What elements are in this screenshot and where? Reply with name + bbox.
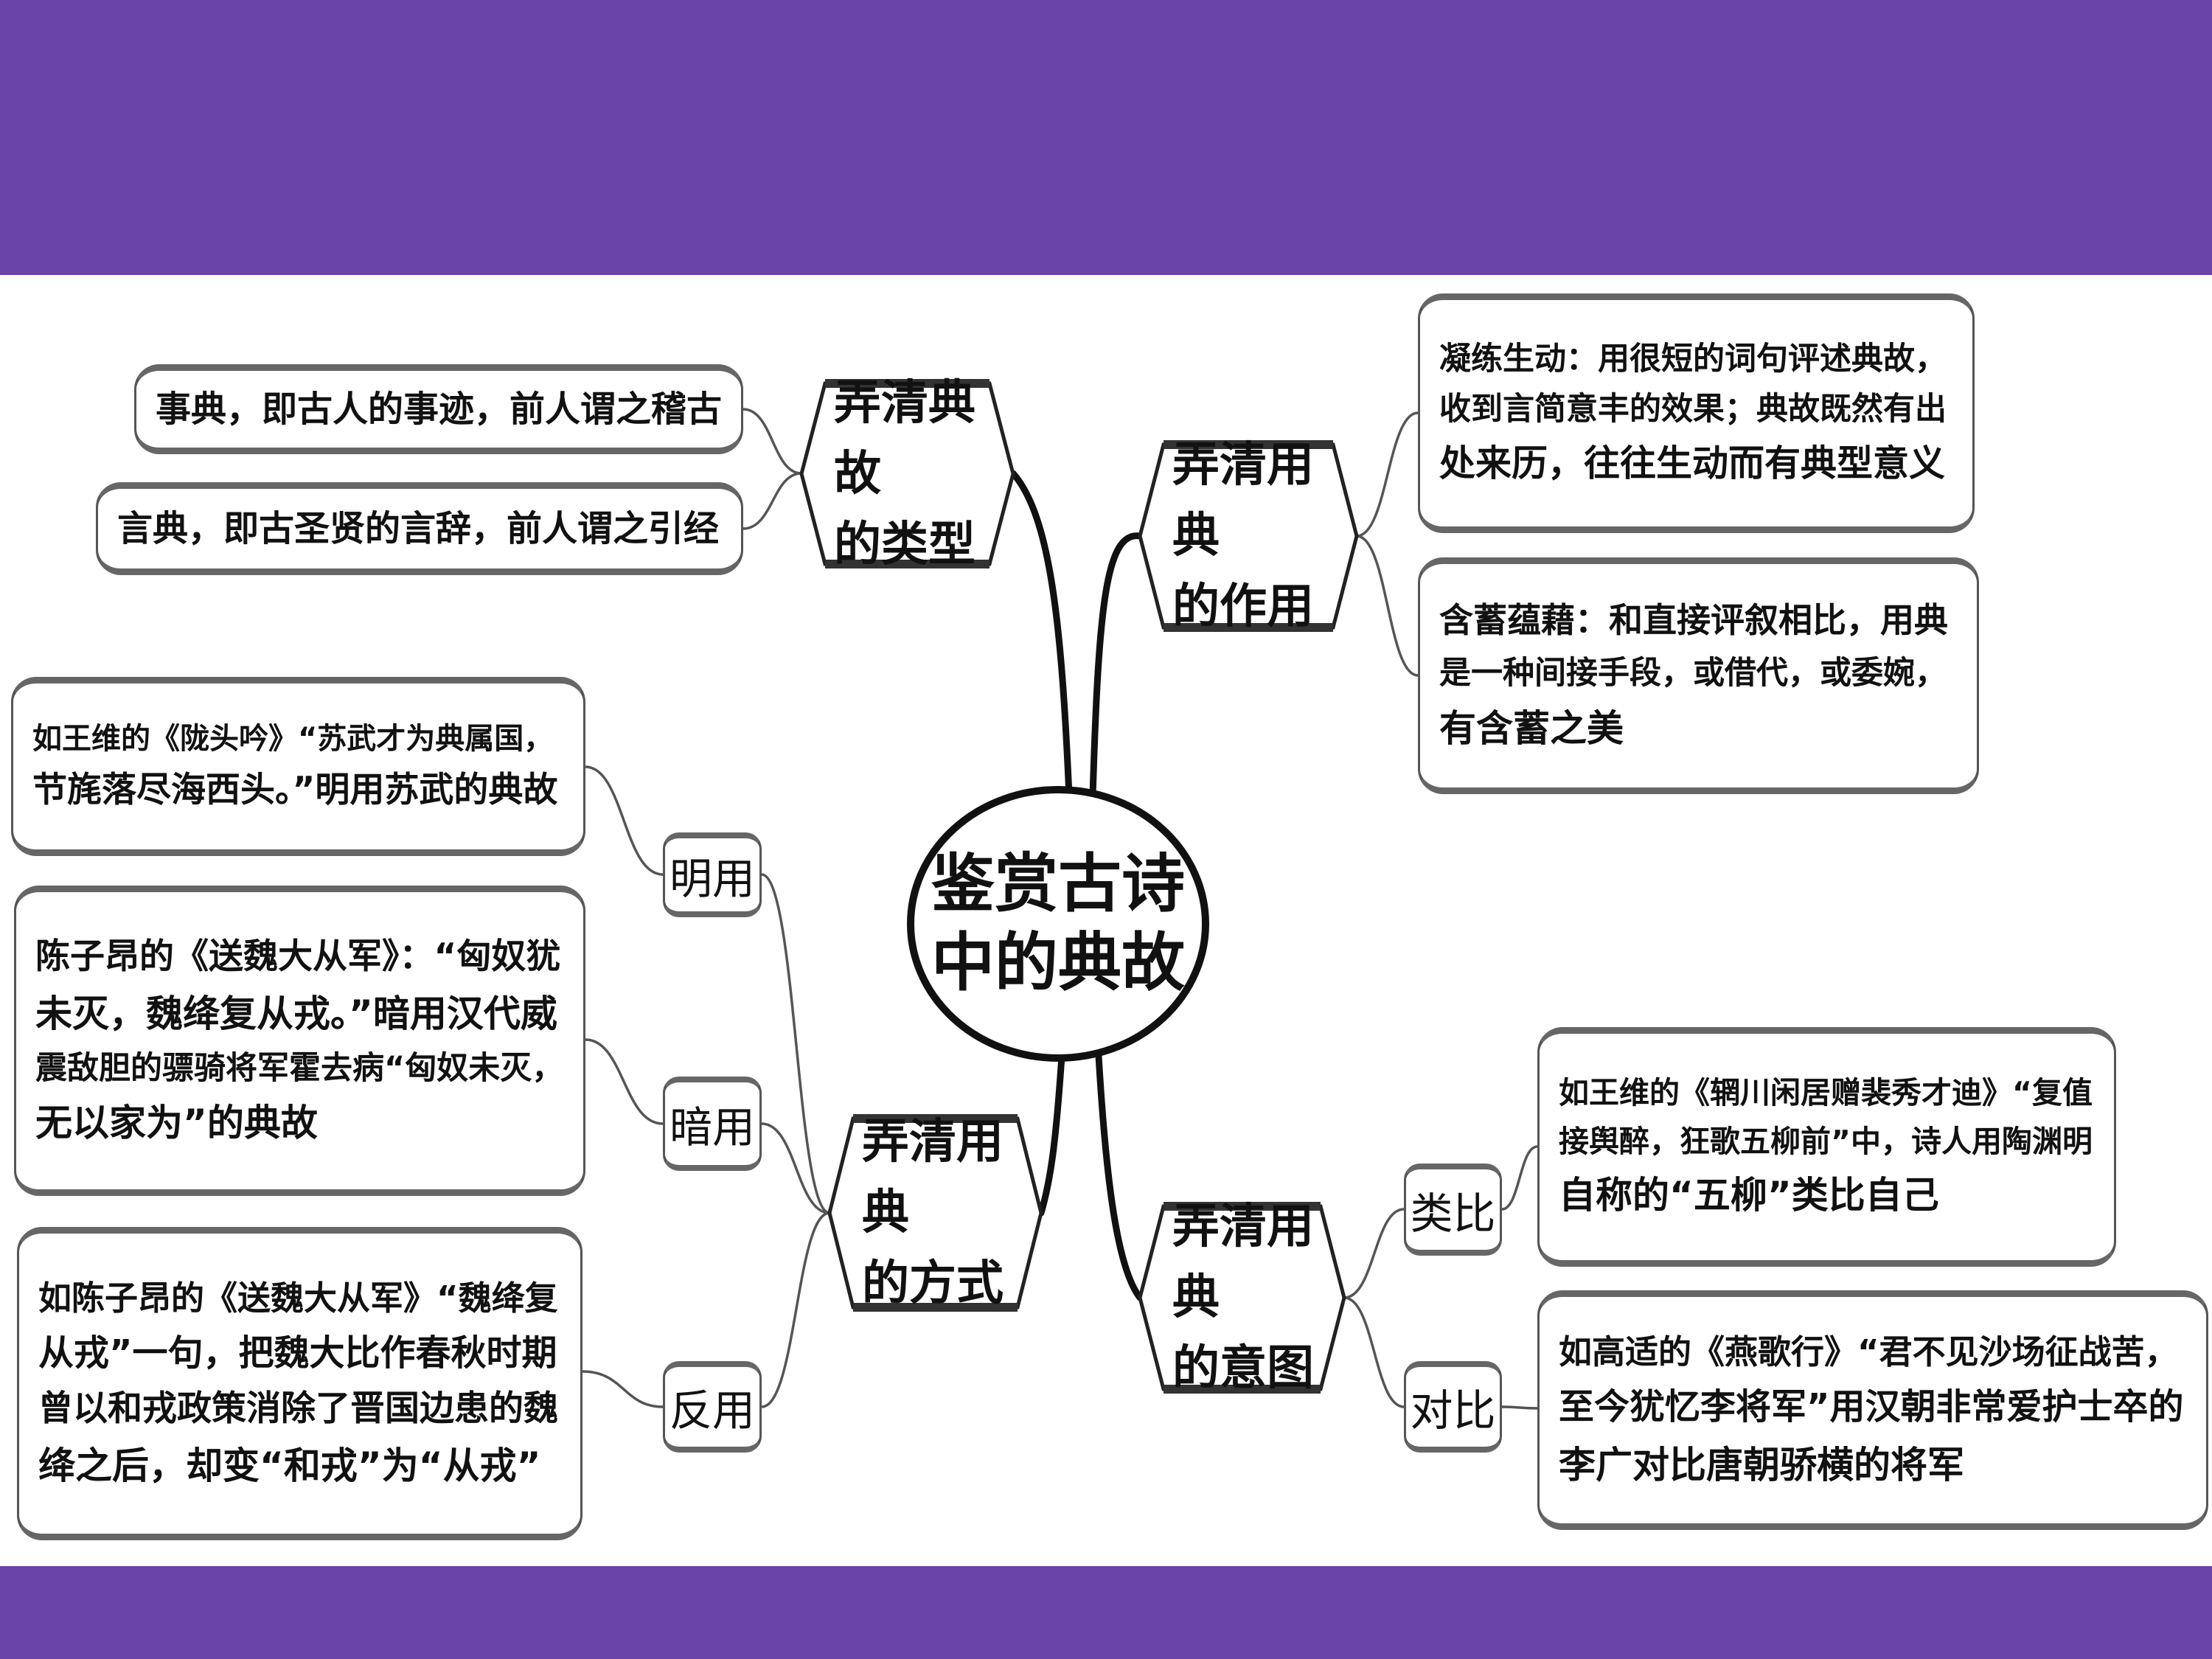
connector-methods-anyong	[761, 1122, 830, 1214]
connector-duibi-leaf	[1501, 1405, 1538, 1410]
leaf-functions-ninglian[interactable]: 凝练生动：用很短的词句评述典故， 收到言简意丰的效果；典故既然有出 处来历，往往…	[1418, 293, 1975, 533]
connector-anyong-leaf	[585, 1038, 664, 1125]
node-functions[interactable]: 弄清用典 的作用	[1140, 438, 1357, 634]
connector-functions-leaf2	[1356, 535, 1419, 677]
leaf-text: 如王维的《陇头吟》“苏武才为典属国，	[32, 721, 554, 756]
leaf-leibi[interactable]: 如王维的《辋川闲居赠裴秀才迪》“复值 接舆醉，狂歌五柳前”中，诗人用陶渊明 自称…	[1537, 1027, 2116, 1267]
connector-center-intent	[1095, 1052, 1144, 1301]
node-title-line: 弄清用典	[862, 1115, 1004, 1240]
leaf-mingyong[interactable]: 如王维的《陇头吟》“苏武才为典属国， 节旄落尽海西头。”明用苏武的典故	[11, 677, 585, 856]
node-intent[interactable]: 弄清用典 的意图	[1140, 1200, 1344, 1396]
leaf-text: 陈子昂的《送魏大从军》：“匈奴犹	[35, 936, 561, 977]
leaf-text: 自称的“五柳”类比自己	[1559, 1174, 1939, 1217]
center-node-ellipse	[907, 786, 1209, 1062]
tag-anyong[interactable]: 暗用	[663, 1077, 762, 1171]
node-title-line: 弄清典故	[834, 375, 975, 501]
leaf-types-yandian[interactable]: 言典，即古圣贤的言辞，前人谓之引经	[96, 482, 743, 575]
connector-fanyong-leaf	[582, 1370, 664, 1408]
connector-intent-duibi	[1343, 1296, 1405, 1408]
leaf-text: 是一种间接手段，或借代，或委婉，	[1439, 654, 1947, 692]
center-line: 鉴赏古诗	[931, 846, 1185, 921]
leaf-text: 至今犹忆李将军”用汉朝非常爱护士卒的	[1559, 1386, 2184, 1428]
leaf-types-shidian[interactable]: 事典，即古人的事迹，前人谓之稽古	[134, 364, 743, 454]
node-title-line: 的意图	[1172, 1341, 1314, 1396]
leaf-text: 言典，即古圣贤的言辞，前人谓之引经	[117, 507, 720, 549]
leaf-text: 从戎”一句，把魏大比作春秋时期	[38, 1332, 557, 1374]
connector-center-types	[1009, 470, 1073, 800]
node-title-line: 的类型	[834, 517, 975, 572]
connector-methods-mingyong	[761, 873, 830, 1214]
tag-leibi[interactable]: 类比	[1404, 1164, 1502, 1256]
leaf-text: 收到言简意丰的效果；典故既然有出	[1439, 391, 1947, 428]
leaf-text: 接舆醉，狂歌五柳前”中，诗人用陶渊明	[1559, 1123, 2093, 1159]
tag-mingyong[interactable]: 明用	[663, 832, 762, 917]
connector-functions-leaf1	[1356, 411, 1419, 538]
node-title-line: 的方式	[862, 1256, 1004, 1311]
connector-types-leaf2	[742, 472, 802, 530]
leaf-text: 震敌胆的骠骑将军霍去病“匈奴未灭，	[35, 1049, 564, 1087]
connector-intent-leibi	[1343, 1208, 1405, 1299]
node-types[interactable]: 弄清典故 的类型	[801, 376, 1013, 572]
leaf-text: 李广对比唐朝骄横的将军	[1559, 1443, 1964, 1486]
center-node[interactable]: 鉴赏古诗 中的典故	[911, 790, 1206, 1058]
node-title-line: 的作用	[1172, 580, 1314, 634]
top-banner	[0, 0, 2212, 275]
leaf-text: 曾以和戎政策消除了晋国边患的魏	[38, 1388, 558, 1430]
leaf-text: 绛之后，却变“和戎”为“从戎”	[38, 1444, 541, 1488]
leaf-text: 节旄落尽海西头。”明用苏武的典故	[32, 769, 558, 810]
connector-leibi-leaf	[1501, 1145, 1538, 1211]
leaf-functions-hanxu[interactable]: 含蓄蕴藉：和直接评叙相比，用典 是一种间接手段，或借代，或委婉， 有含蓄之美	[1418, 557, 1979, 794]
leaf-text: 如高适的《燕歌行》“君不见沙场征战苦，	[1559, 1332, 2178, 1372]
connector-center-methods	[1037, 1052, 1065, 1217]
tag-duibi[interactable]: 对比	[1404, 1361, 1502, 1453]
leaf-anyong[interactable]: 陈子昂的《送魏大从军》：“匈奴犹 未灭，魏绛复从戎。”暗用汉代威 震敌胆的骠骑将…	[14, 886, 585, 1196]
leaf-duibi[interactable]: 如高适的《燕歌行》“君不见沙场征战苦， 至今犹忆李将军”用汉朝非常爱护士卒的 李…	[1537, 1290, 2208, 1530]
leaf-text: 有含蓄之美	[1439, 706, 1624, 750]
center-line: 中的典故	[931, 926, 1185, 1000]
connector-types-leaf1	[742, 408, 802, 475]
node-title-line: 弄清用典	[1172, 438, 1314, 563]
bottom-banner	[0, 1566, 2212, 1659]
leaf-text: 事典，即古人的事迹，前人谓之稽古	[156, 388, 723, 430]
leaf-text: 未灭，魏绛复从戎。”暗用汉代威	[35, 992, 557, 1035]
connector-methods-fanyong	[761, 1211, 830, 1408]
leaf-text: 含蓄蕴藉：和直接评叙相比，用典	[1439, 600, 1948, 641]
node-methods[interactable]: 弄清用典 的方式	[830, 1115, 1041, 1311]
leaf-text: 无以家为”的典故	[35, 1102, 318, 1145]
leaf-text: 凝练生动：用很短的词句评述典故，	[1439, 340, 1947, 378]
connector-center-functions	[1089, 532, 1144, 800]
connector-mingyong-leaf	[585, 765, 664, 876]
leaf-text: 处来历，往往生动而有典型意义	[1439, 442, 1946, 485]
leaf-text: 如王维的《辋川闲居赠裴秀才迪》“复值	[1559, 1074, 2093, 1110]
leaf-fanyong[interactable]: 如陈子昂的《送魏大从军》“魏绛复 从戎”一句，把魏大比作春秋时期 曾以和戎政策消…	[17, 1227, 582, 1540]
tag-fanyong[interactable]: 反用	[663, 1361, 762, 1453]
node-title-line: 弄清用典	[1172, 1200, 1314, 1325]
leaf-text: 如陈子昂的《送魏大从军》“魏绛复	[38, 1278, 558, 1318]
